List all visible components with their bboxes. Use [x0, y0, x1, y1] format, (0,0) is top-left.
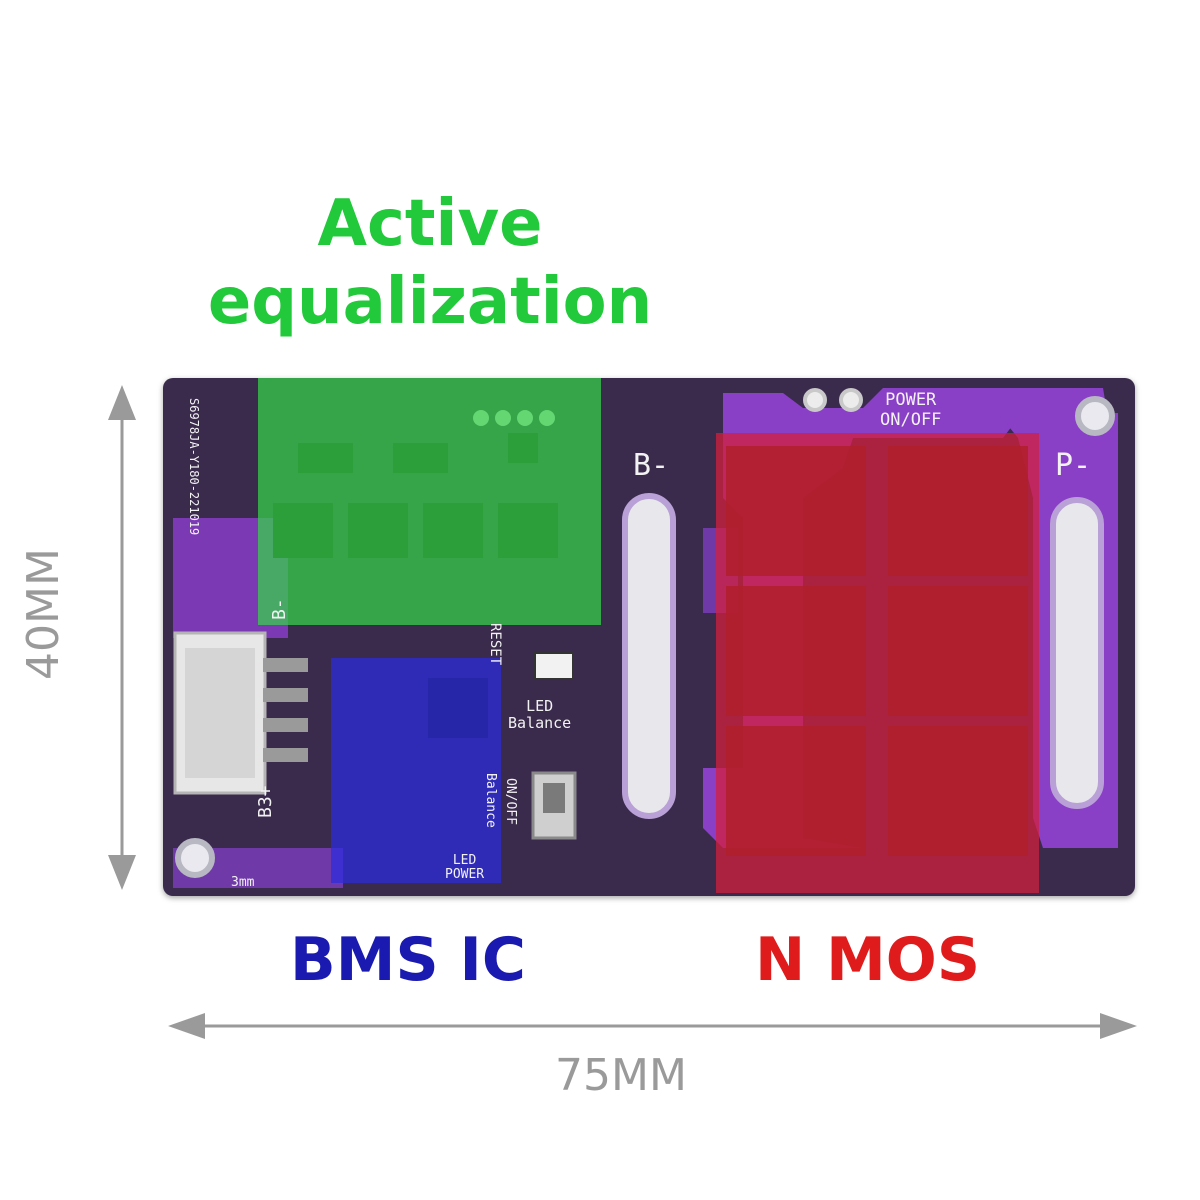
copper-area-bottom: [173, 848, 343, 888]
balance-silk: Balance: [483, 773, 498, 828]
led-power-line1: LED: [452, 853, 477, 868]
width-dimension-label: 75MM: [555, 1050, 687, 1101]
connector-pin-3: [263, 718, 308, 732]
power-silk: POWER: [885, 390, 937, 410]
on-off-silk: ON/OFF: [880, 410, 942, 430]
bms-ic-label: BMS IC: [290, 925, 526, 995]
power-pad-2: [839, 388, 863, 412]
active-label-line2: equalization: [207, 265, 653, 339]
active-equalization-overlay: [258, 378, 601, 625]
mosfet-6: [888, 726, 1028, 856]
width-dimension-arrow: [168, 1013, 1137, 1039]
mosfet-5: [726, 726, 866, 856]
height-dimension-label: 40MM: [18, 548, 69, 680]
b-minus-silk: B-: [633, 448, 670, 483]
b-minus-small-silk: B-: [269, 598, 290, 620]
balance-led: [534, 652, 574, 680]
balance-switch-knob: [543, 783, 565, 813]
pcb-board: POWER ON/OFF B- P- B- B3+ RESET LED Bala…: [163, 378, 1135, 896]
mount-hole-top-right: [1075, 396, 1115, 436]
connector-pin-2: [263, 688, 308, 702]
mosfet-3: [726, 586, 866, 716]
connector-pin-4: [263, 748, 308, 762]
pcb-artwork: [173, 378, 1118, 893]
hole-size-silk: 3mm: [231, 875, 255, 890]
cell-connector-inner: [185, 648, 255, 778]
led-balance-line2: Balance: [508, 714, 572, 732]
connector-pin-1: [263, 658, 308, 672]
mosfet-1: [726, 446, 866, 576]
mosfet-2: [888, 446, 1028, 576]
b-minus-slot: [622, 493, 676, 819]
led-power-silk: LED POWER: [445, 854, 484, 882]
power-pad-1: [803, 388, 827, 412]
led-balance-line1: LED: [526, 697, 554, 715]
led-balance-silk: LED Balance: [508, 698, 571, 732]
balance-on-off-silk: ON/OFF: [503, 778, 518, 825]
b3-plus-silk: B3+: [255, 785, 276, 818]
height-dimension-arrow: [108, 385, 136, 890]
board-id-silk: S6978JA-Y180-221019: [187, 398, 201, 536]
active-label-line1: Active: [317, 187, 543, 261]
n-mos-label: N MOS: [755, 925, 981, 995]
power-on-off-silk: POWER ON/OFF: [880, 390, 941, 430]
p-minus-slot: [1050, 497, 1104, 809]
mount-hole-bottom-left: [175, 838, 215, 878]
mosfet-4: [888, 586, 1028, 716]
bms-ic-overlay: [331, 658, 501, 883]
led-power-line2: POWER: [445, 867, 485, 882]
p-minus-silk: P-: [1055, 448, 1092, 483]
active-equalization-label: Active equalization: [200, 185, 660, 341]
reset-silk: RESET: [487, 623, 503, 666]
